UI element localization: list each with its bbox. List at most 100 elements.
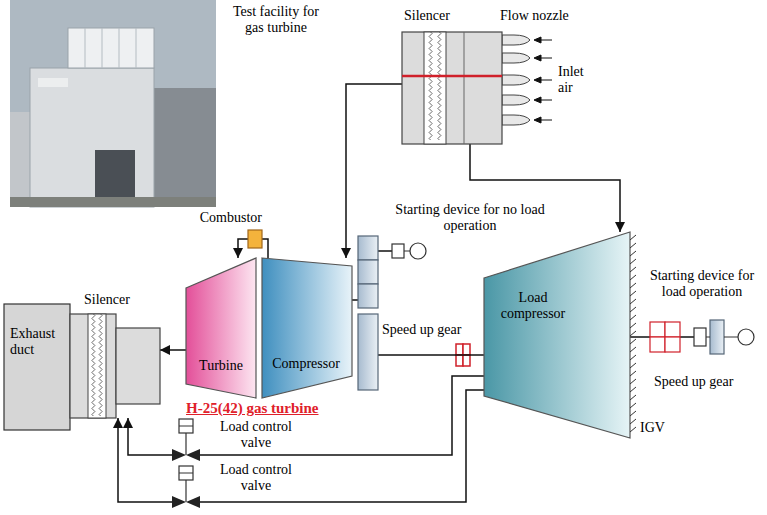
red-gear	[463, 355, 470, 366]
load-compressor-shape-outline	[484, 232, 630, 438]
load-compressor-shape-outline	[484, 232, 630, 438]
flow-line	[630, 336, 650, 338]
gear-box-outline	[665, 337, 680, 352]
starting-device-outline	[694, 328, 706, 346]
silencer-box: Silencer	[70, 314, 160, 418]
building-photo	[85, 28, 86, 68]
starting-device-outline	[392, 244, 404, 258]
text-label: H-25(42) gas turbine	[186, 400, 319, 416]
inlet-arrows	[540, 80, 552, 81]
starting-device-outline	[694, 320, 756, 354]
starting-device: Starting device for load operation	[694, 320, 756, 354]
starting-device-outline	[710, 320, 724, 354]
building-photo	[10, 197, 216, 207]
control-valve-outline	[172, 496, 200, 508]
building-photo	[68, 28, 154, 68]
exhaust-duct-box: Exhaust duct	[4, 304, 70, 430]
node-label: Starting device for load operation	[640, 268, 764, 300]
silencer-box-outline	[70, 314, 116, 418]
silencer-box: Silencer	[402, 32, 502, 144]
load-compressor-shape-outline	[630, 363, 636, 368]
red-gear	[463, 344, 470, 355]
flow-line	[262, 239, 268, 258]
gear-box-outline	[650, 337, 665, 352]
load-compressor-shape-outline	[630, 419, 636, 424]
node-label: Silencer	[404, 8, 450, 24]
building-photo	[119, 28, 120, 68]
silencer-box-outline	[88, 314, 106, 418]
silencer-box-outline	[99, 314, 102, 416]
load-compressor-shape-outline	[630, 291, 636, 296]
flow-nozzles	[502, 75, 530, 85]
load-compressor-shape-outline	[630, 283, 636, 288]
load-compressor-shape-outline	[630, 379, 636, 384]
text-label: Inlet air	[558, 64, 594, 96]
gear-stack-outline	[358, 284, 378, 308]
load-compressor-shape-outline	[630, 299, 636, 304]
starting-device: Starting device for no load operation	[392, 242, 426, 260]
red-gear	[456, 355, 463, 366]
gear-stack-outline	[358, 314, 378, 390]
flow-nozzles	[502, 95, 530, 105]
load-compressor-shape-outline	[630, 411, 636, 416]
compressor-shape-outline	[262, 258, 352, 398]
gear-stack: Speed up gear	[358, 236, 378, 390]
control-valve: Load control valve	[172, 419, 200, 461]
load-compressor-shape-outline	[630, 387, 636, 392]
inlet-arrows	[540, 100, 552, 101]
silencer-box-outline	[402, 32, 502, 144]
turbine-shape-outline	[186, 258, 256, 398]
flow-line	[238, 239, 248, 258]
control-valve-outline	[179, 473, 193, 474]
load-compressor-shape-outline	[630, 395, 636, 400]
load-compressor-shape-outline	[630, 243, 636, 248]
inlet-arrows	[540, 120, 552, 121]
load-compressor-shape-outline	[630, 259, 636, 264]
silencer-box-outline	[70, 314, 160, 418]
combustor-box: Combustor	[248, 230, 262, 248]
load-compressor-shape-outline	[630, 355, 636, 360]
combustor-box-outline	[248, 230, 262, 248]
flow-nozzles	[502, 35, 530, 45]
compressor-shape: Compressor	[262, 258, 352, 398]
gear-box: Speed up gear	[650, 322, 680, 352]
building-photo	[38, 78, 68, 87]
building-photo	[136, 28, 137, 68]
flow-nozzles	[502, 115, 530, 125]
exhaust-duct-box-outline	[4, 304, 70, 430]
gear-stack-outline	[358, 236, 378, 260]
load-compressor-shape-outline	[630, 307, 636, 312]
inlet-arrows	[534, 55, 541, 61]
gear-box-outline	[665, 322, 680, 337]
silencer-box-outline	[402, 75, 502, 78]
control-valve-outline	[185, 433, 186, 455]
flow-line	[346, 84, 402, 258]
combustor-box-outline	[248, 230, 262, 248]
gear-box-outline	[650, 322, 680, 352]
control-valve-outline	[179, 466, 193, 480]
node-label: Starting device for no load operation	[380, 202, 560, 234]
building-photo	[10, 0, 216, 207]
silencer-box-outline	[464, 32, 465, 144]
inlet-arrows	[534, 77, 541, 83]
exhaust-duct-box-outline	[4, 304, 70, 430]
node-label: Speed up gear	[382, 322, 461, 338]
control-valve-outline	[172, 419, 200, 461]
text-label: IGV	[640, 420, 665, 436]
text-label: Flow nozzle	[500, 8, 569, 24]
gear-stack-outline	[358, 236, 378, 390]
load-compressor-shape-outline	[630, 323, 636, 328]
control-valve: Load control valve	[172, 466, 200, 508]
control-valve-outline	[172, 466, 200, 508]
flow-line	[680, 336, 694, 338]
flow-line	[128, 418, 172, 455]
inlet-arrows	[540, 58, 552, 59]
building-photo	[150, 88, 216, 207]
flow-line	[352, 299, 358, 301]
load-compressor-shape-outline	[630, 347, 636, 352]
starting-device-outline	[724, 337, 738, 338]
load-compressor-shape: Load compressor	[484, 232, 630, 438]
